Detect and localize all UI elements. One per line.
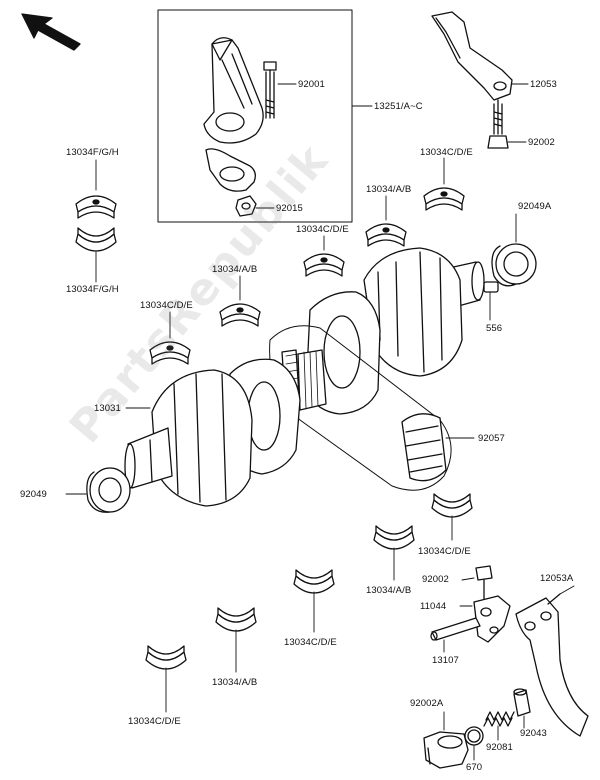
label-92002a: 92002A [410, 698, 444, 709]
label-92002-top: 92002 [528, 137, 555, 148]
oil-seal-92049a-icon [491, 213, 537, 287]
needle-bearing-92057-icon [401, 413, 475, 482]
label-13034fgh-bottom: 13034F/G/H [66, 284, 119, 295]
cap-bolt-92002a-icon [423, 711, 469, 769]
label-13251: 13251/A~C [374, 101, 423, 112]
plunger-92043-icon [513, 688, 531, 729]
label-13107: 13107 [432, 655, 459, 666]
bearing-13034ab-lower-mid-icon [215, 607, 257, 632]
label-13034cde-5: 13034C/D/E [284, 637, 337, 648]
label-92057: 92057 [478, 433, 505, 444]
label-13034cde-2: 13034C/D/E [296, 224, 349, 235]
crankshaft-13031-icon [124, 247, 485, 507]
oil-seal-92049-icon [65, 467, 131, 513]
bearing-13034cde-upper-mid-icon [303, 253, 345, 277]
spring-92081-icon [483, 711, 515, 741]
label-92049a: 92049A [518, 201, 552, 212]
label-11044: 11044 [420, 601, 447, 612]
bracket-11044-icon [459, 595, 511, 643]
chain-guide-12053a-icon [515, 585, 589, 737]
pin-13107-icon [430, 617, 481, 653]
connecting-rod-frame [157, 9, 353, 223]
label-13034ab-4: 13034/A/B [212, 677, 258, 688]
label-13031: 13031 [94, 403, 121, 414]
bolt-92002-lower-icon [461, 565, 493, 601]
bearing-13034cde-lower-right-icon [431, 493, 473, 518]
label-13034cde-6: 13034C/D/E [128, 716, 181, 727]
label-12053: 12053 [530, 79, 557, 90]
bearing-13034cde-lower-mid-icon [293, 569, 335, 594]
bearing-13034ab-upper-right-icon [365, 223, 407, 247]
bracket-12053-icon [431, 11, 529, 101]
label-92043: 92043 [520, 728, 547, 739]
label-92001: 92001 [298, 79, 325, 90]
bearing-13034ab-upper-mid-icon [219, 303, 261, 327]
label-13034cde-4: 13034C/D/E [418, 546, 471, 557]
label-556: 556 [486, 323, 503, 334]
label-92081: 92081 [486, 742, 513, 753]
bolt-92002-top-icon [487, 99, 527, 149]
label-92049: 92049 [20, 489, 47, 500]
bearing-13034ab-lower-right-icon [373, 525, 415, 550]
connecting-rod-icon [203, 37, 277, 217]
label-92015: 92015 [276, 203, 303, 214]
label-13034cde-1: 13034C/D/E [420, 147, 473, 158]
front-direction-arrow-icon [21, 13, 81, 51]
label-670: 670 [466, 762, 483, 773]
label-13034fgh-top: 13034F/G/H [66, 147, 119, 158]
bearing-13034cde-upper-right-icon [423, 187, 465, 211]
label-13034ab-2: 13034/A/B [212, 264, 258, 275]
label-13034ab-1: 13034/A/B [366, 184, 412, 195]
o-ring-670-icon [464, 726, 484, 761]
label-92002-bottom: 92002 [422, 574, 449, 585]
bearing-13034cde-lower-left-icon [145, 645, 187, 670]
label-13034ab-3: 13034/A/B [366, 585, 412, 596]
label-12053a: 12053A [540, 573, 574, 584]
bearing-13034fgh-upper-icon [75, 195, 117, 219]
label-13034cde-3: 13034C/D/E [140, 300, 193, 311]
bearing-13034fgh-lower-icon [75, 227, 117, 252]
pin-556-icon [483, 281, 499, 321]
